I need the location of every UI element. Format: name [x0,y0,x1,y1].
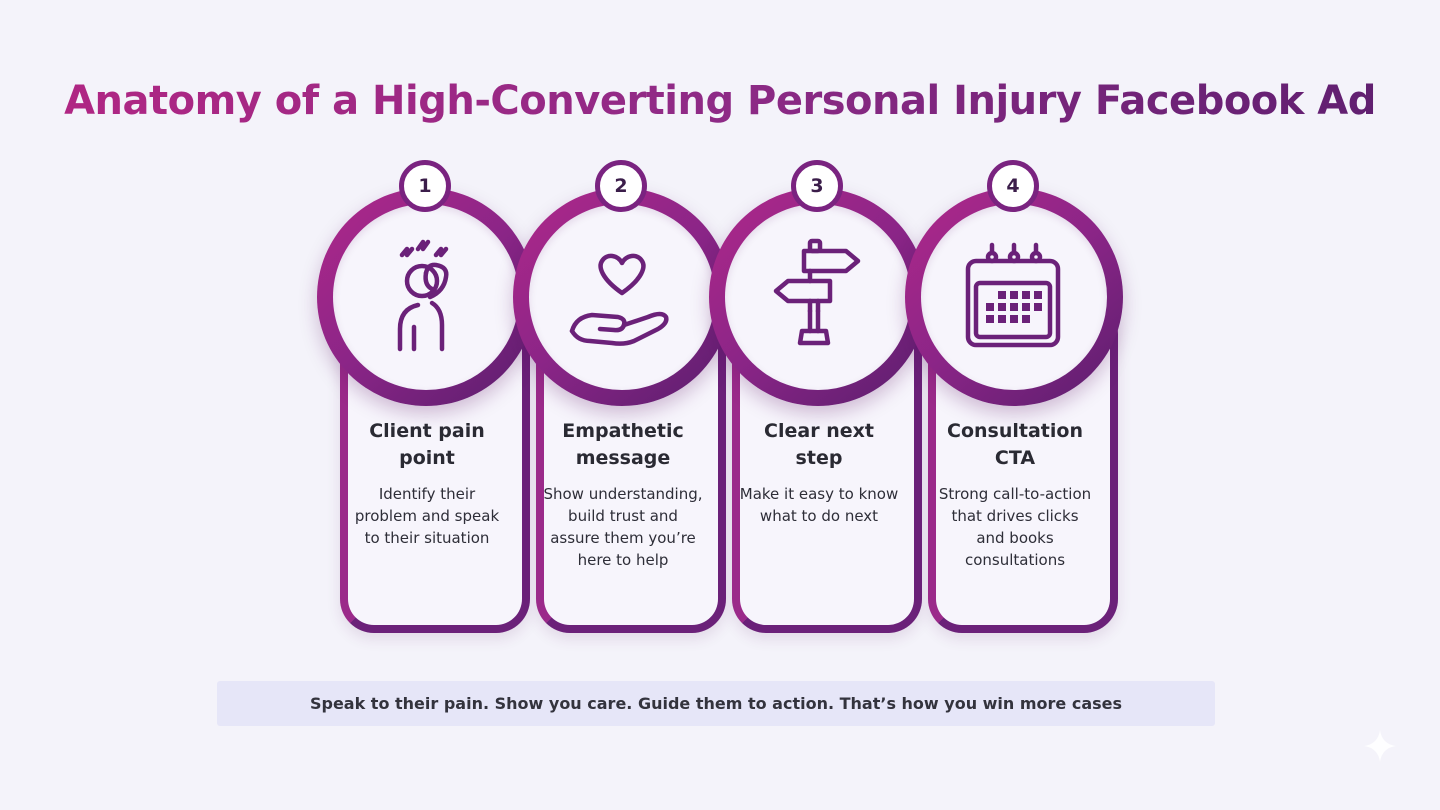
step-number-badge: 3 [791,160,843,212]
step-ring [709,188,927,406]
step-ring-inner [921,204,1107,390]
signpost-icon [773,238,861,346]
step-client-pain-point: 1 Client pain point Identify their probl… [317,0,537,810]
step-number-badge: 1 [399,160,451,212]
page-title: Anatomy of a High-Converting Personal In… [0,78,1440,124]
sparkle-icon [1364,730,1396,762]
step-ring [317,188,535,406]
step-heading: Client pain point [369,420,485,469]
step-number-badge: 2 [595,160,647,212]
step-description: Strong call-to-action that drives clicks… [938,485,1092,569]
summary-banner: Speak to their pain. Show you care. Guid… [217,681,1215,726]
step-clear-next-step: 3 Clear next step Make it easy to know w… [709,0,929,810]
headache-person-icon [397,239,449,352]
calendar-icon [965,242,1061,348]
heart-in-hand-icon [569,253,669,346]
step-heading: Consultation CTA [947,420,1083,469]
step-heading: Clear next step [764,420,874,469]
step-description: Identify their problem and speak to thei… [354,485,500,547]
step-number-badge: 4 [987,160,1039,212]
step-consultation-cta: 4 Consultation CTA Strong call-to-action… [905,0,1125,810]
step-description: Show understanding, build trust and assu… [543,485,703,569]
step-ring-inner [725,204,911,390]
step-heading: Empathetic message [562,420,684,469]
step-description: Make it easy to know what to do next [739,485,899,525]
step-ring [905,188,1123,406]
step-empathetic-message: 2 Empathetic message Show understanding,… [513,0,733,810]
step-ring [513,188,731,406]
step-ring-inner [333,204,519,390]
step-ring-inner [529,204,715,390]
